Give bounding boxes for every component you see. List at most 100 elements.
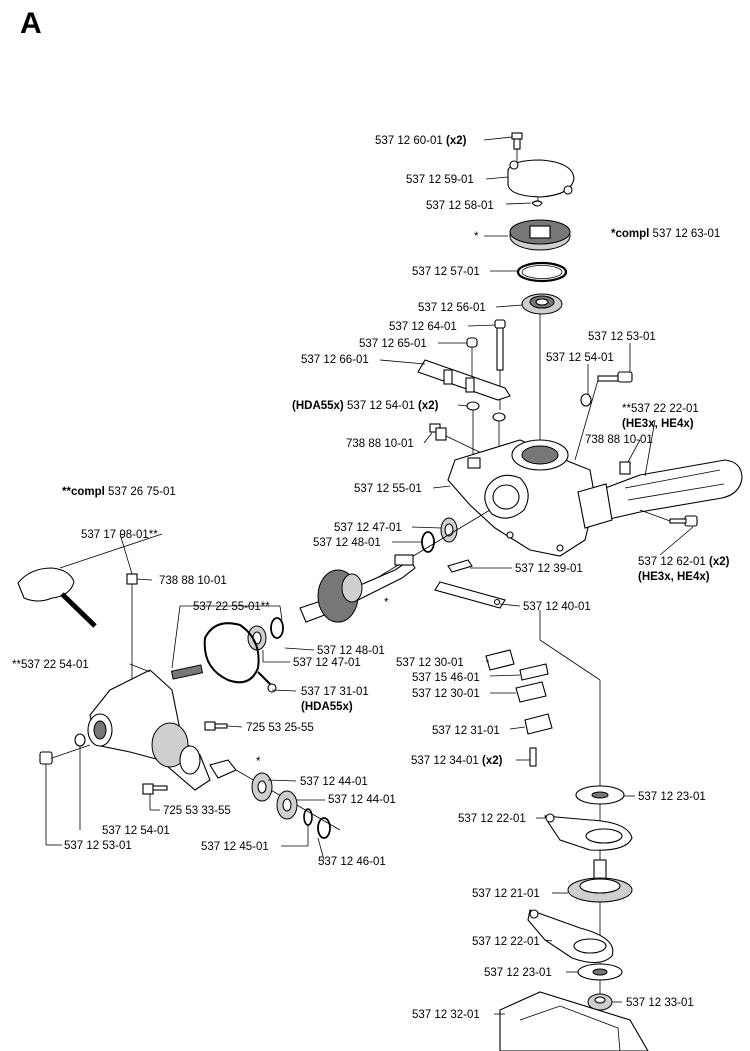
screw-725-33-part: [142, 783, 168, 795]
ring-48a-part: [421, 531, 435, 553]
grease-nipple-a-part: [429, 423, 447, 441]
crank-22b-part: [527, 909, 614, 964]
label-738881001-c: 738 88 10-01: [159, 575, 227, 587]
label-537125301-left: 537 12 53-01: [64, 840, 132, 852]
label-537122301-a: 537 12 23-01: [638, 791, 706, 803]
label-537122101: 537 12 21-01: [472, 888, 540, 900]
label-537123201: 537 12 32-01: [412, 1009, 480, 1021]
ring-48b-part: [270, 617, 284, 639]
plate-39-part: [447, 559, 473, 573]
clip-part: [531, 200, 543, 207]
spindle-part: [567, 859, 633, 903]
section-letter: A: [20, 7, 42, 40]
washer-23a-part: [575, 785, 625, 805]
leader-lines: [45, 136, 694, 1015]
retaining-ring-part: [516, 261, 568, 283]
gear-housing-part: [447, 439, 596, 557]
label-he-variant-2: (HE3x, HE4x): [638, 571, 710, 583]
strip-part: [170, 664, 204, 680]
label-537126601: 537 12 66-01: [301, 354, 369, 366]
label-compl-537267501: **compl 537 26 75-01: [62, 486, 176, 498]
crown-gear-part: [509, 219, 571, 251]
label-537125401-hda: (HDA55x) 537 12 54-01 (x2): [292, 400, 439, 412]
label-537124401-b: 537 12 44-01: [328, 794, 396, 806]
label-537154601: 537 15 46-01: [412, 672, 480, 684]
label-537123001-a: 537 12 30-01: [396, 657, 464, 669]
label-738881001-a: 738 88 10-01: [346, 438, 414, 450]
block-30b-part: [515, 681, 547, 703]
label-537222201: **537 22 22-01: [622, 403, 699, 415]
label-537124801-b: 537 12 48-01: [317, 645, 385, 657]
label-537173101: 537 17 31-01: [301, 686, 369, 698]
lower-housing-part: [87, 669, 211, 791]
bearing-44a-part: [251, 772, 273, 802]
label-537124801-a: 537 12 48-01: [313, 537, 381, 549]
grease-nipple-c-part: [126, 573, 138, 585]
knob-part: [17, 567, 97, 628]
label-537125801: 537 12 58-01: [426, 200, 494, 212]
label-537125501: 537 12 55-01: [354, 483, 422, 495]
screw-right-part: [580, 371, 633, 407]
label-537124401-a: 537 12 44-01: [300, 776, 368, 788]
handle-part: [577, 459, 743, 529]
block-46-part: [519, 663, 549, 681]
gear-cover-part: [507, 159, 575, 198]
ring-46-part: [317, 817, 331, 839]
label-537123301: 537 12 33-01: [626, 997, 694, 1009]
gasket-part: [203, 622, 277, 693]
label-537122301-b: 537 12 23-01: [484, 967, 552, 979]
label-star-pinion: *: [256, 756, 261, 768]
label-537124001: 537 12 40-01: [523, 601, 591, 613]
label-725532555: 725 53 25-55: [246, 722, 314, 734]
washer-hda-1: [466, 401, 480, 411]
label-537123101: 537 12 31-01: [432, 725, 500, 737]
label-star-gear: *: [474, 231, 479, 243]
washer-23b-part: [577, 963, 623, 981]
bolt-64-part: [494, 319, 506, 371]
label-537126001: 537 12 60-01 (x2): [375, 135, 467, 147]
label-537122201-a: 537 12 22-01: [458, 813, 526, 825]
label-537126501: 537 12 65-01: [359, 338, 427, 350]
label-537123001-b: 537 12 30-01: [412, 688, 480, 700]
small-washer-65-part: [466, 337, 478, 348]
bearing-47a-part: [440, 517, 458, 543]
label-compl-537126301: *compl 537 12 63-01: [611, 228, 720, 240]
plate-40-part: [434, 581, 506, 609]
mounting-plate-part: [417, 359, 511, 401]
screw-725-25-part: [204, 721, 228, 731]
bearing-top-part: [521, 293, 563, 315]
bevel-pinion-shaft-part: [299, 554, 416, 623]
label-738881001-b: 738 88 10-01: [585, 434, 653, 446]
bearing-47b-part: [247, 625, 267, 651]
label-537124701-b: 537 12 47-01: [293, 657, 361, 669]
bearing-44b-part: [276, 790, 298, 820]
screw-34-part: [529, 747, 537, 767]
bearing-33-part: [587, 993, 613, 1011]
washer-hda-2: [492, 412, 506, 422]
label-537125601: 537 12 56-01: [418, 302, 486, 314]
label-537225401-left: **537 22 54-01: [12, 659, 89, 671]
grease-nipple-b-part: [619, 461, 631, 475]
label-537125401-left: 537 12 54-01: [102, 825, 170, 837]
block-30a-part: [485, 649, 515, 671]
label-537225501: 537 22 55-01**: [193, 601, 270, 613]
label-537126201: 537 12 62-01 (x2): [638, 556, 730, 568]
crank-22a-part: [544, 813, 633, 851]
label-537123401: 537 12 34-01 (x2): [411, 755, 503, 767]
label-537125401-right: 537 12 54-01: [546, 352, 614, 364]
label-725533355: 725 53 33-55: [163, 805, 231, 817]
label-star-bevel: *: [384, 597, 389, 609]
label-537125301-top: 537 12 53-01: [588, 331, 656, 343]
label-537126401: 537 12 64-01: [389, 321, 457, 333]
frame-part: [499, 991, 649, 1051]
label-he-variant-1: (HE3x, HE4x): [622, 418, 694, 430]
label-537123901: 537 12 39-01: [515, 563, 583, 575]
label-537124701-a: 537 12 47-01: [334, 522, 402, 534]
screw-62-part: [669, 515, 698, 527]
plate-31-part: [524, 713, 553, 735]
label-hda-variant: (HDA55x): [301, 701, 353, 713]
label-537179801: 537 17 98-01**: [81, 529, 158, 541]
label-537124601: 537 12 46-01: [318, 856, 386, 868]
label-537125901: 537 12 59-01: [406, 174, 474, 186]
